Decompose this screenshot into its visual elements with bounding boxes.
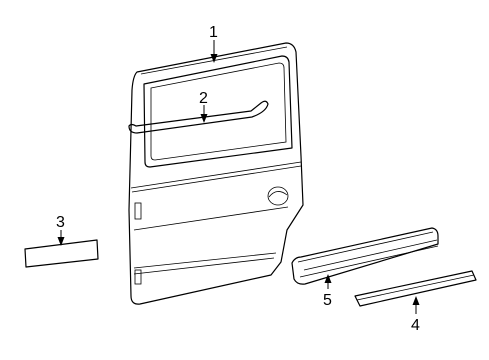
sill-molding bbox=[291, 227, 439, 285]
door-molding-strip bbox=[24, 239, 99, 268]
callout-leaders bbox=[57, 40, 420, 314]
rocker-molding bbox=[354, 270, 477, 307]
door-shell bbox=[128, 42, 304, 305]
window-opening bbox=[143, 55, 293, 168]
callout-3: 3 bbox=[56, 214, 65, 231]
callout-4: 4 bbox=[411, 317, 420, 334]
callout-2: 2 bbox=[199, 90, 208, 107]
callout-5: 5 bbox=[323, 292, 332, 309]
window-molding bbox=[128, 100, 269, 134]
callout-1: 1 bbox=[209, 24, 218, 41]
